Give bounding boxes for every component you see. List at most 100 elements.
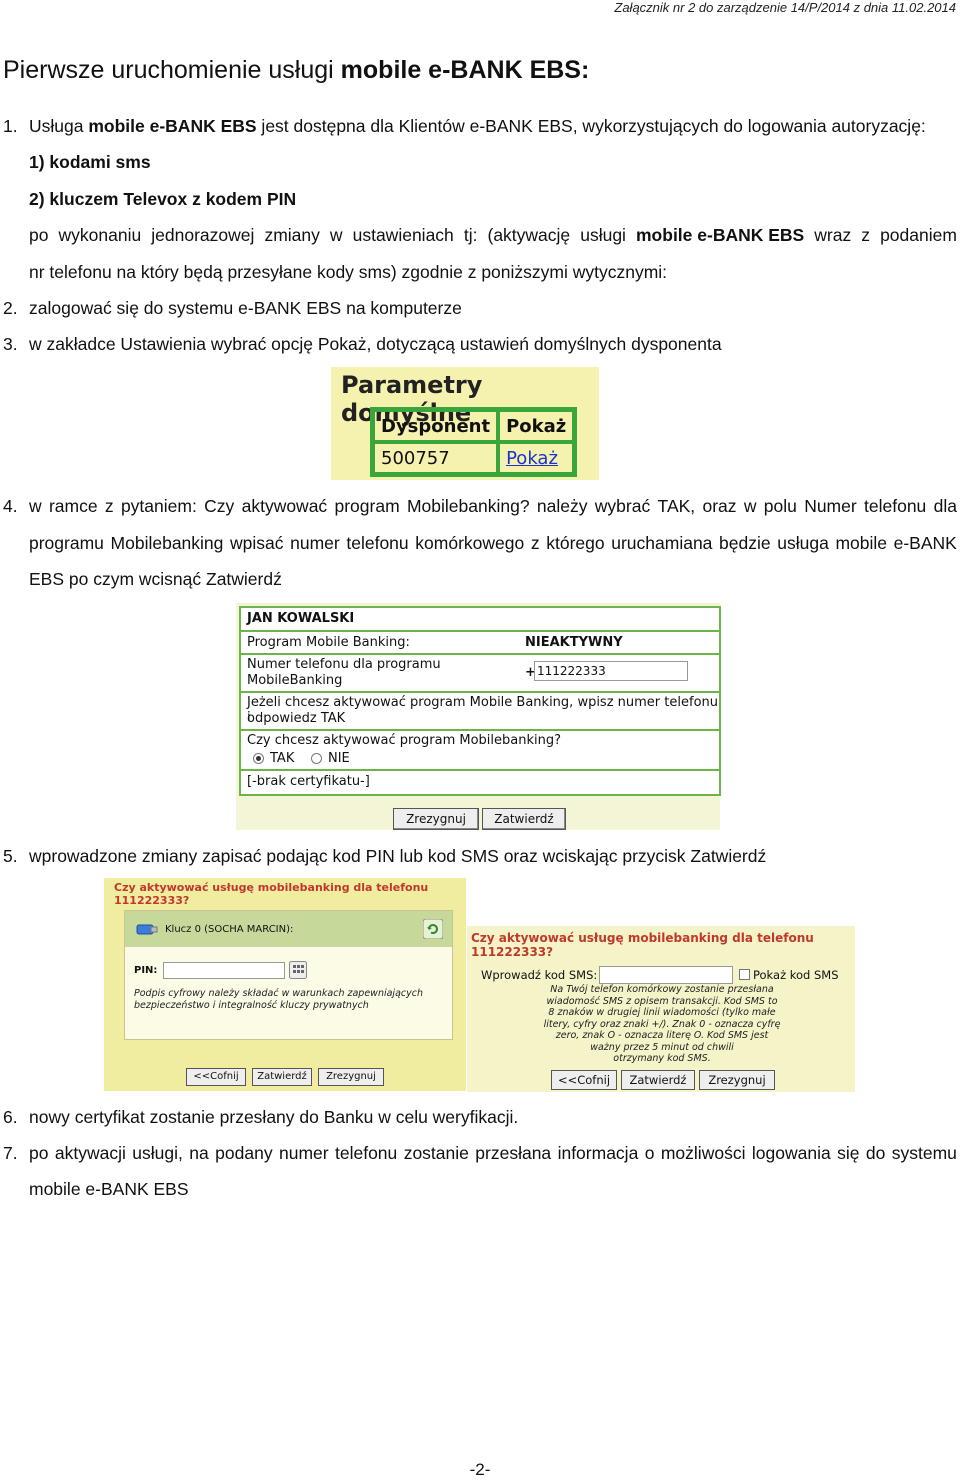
- word: programu: [29, 533, 104, 553]
- sms-confirm-button[interactable]: Zatwierdź: [621, 1070, 695, 1090]
- form-row-question: Czy chcesz aktywować program Mobilebanki…: [241, 731, 719, 771]
- word: usługa: [777, 533, 829, 553]
- word: pytaniem:: [120, 496, 197, 516]
- pin-input[interactable]: [163, 962, 285, 979]
- word: podaniem: [880, 225, 957, 245]
- radio-no-label: NIE: [328, 751, 350, 766]
- confirm-button[interactable]: Zatwierdź: [482, 808, 566, 830]
- word: Mobilebanking: [110, 533, 224, 553]
- form-row-cert: [-brak certyfikatu-]: [241, 771, 719, 792]
- word: z: [104, 496, 114, 516]
- word: (aktywację: [487, 225, 571, 245]
- step-5-text: wprowadzone zmiany zapisać podając kod P…: [29, 846, 767, 866]
- word: uruchamiana: [611, 533, 713, 553]
- page-number: -2-: [469, 1460, 491, 1479]
- word: którego: [546, 533, 605, 553]
- radio-no[interactable]: [311, 753, 322, 764]
- word: Numer: [804, 496, 857, 516]
- word: w: [29, 496, 42, 516]
- word: się: [837, 1143, 860, 1163]
- phone-number-input[interactable]: 111222333: [534, 661, 688, 681]
- back-button[interactable]: <<Cofnij: [186, 1068, 246, 1086]
- word: jednorazowej: [151, 225, 255, 245]
- form-row-info: Jeżeli chcesz aktywować program Mobile B…: [241, 693, 719, 731]
- word: wpisać: [230, 533, 284, 553]
- key-label: Klucz 0 (SOCHA MARCIN):: [165, 924, 294, 935]
- word: zmiany: [264, 225, 320, 245]
- word: możliwości: [660, 1143, 746, 1163]
- key-header: Klucz 0 (SOCHA MARCIN):: [125, 911, 452, 947]
- phone-label-line-2: MobileBanking: [247, 673, 343, 688]
- word: ustawieniach: [352, 225, 454, 245]
- pin-screenshot: Czy aktywować usługę mobilebanking dla t…: [104, 878, 466, 1091]
- word: Mobilebanking?: [406, 496, 530, 516]
- dysponent-value: 500757: [373, 442, 499, 474]
- word: telefonu: [346, 533, 409, 553]
- keyboard-icon[interactable]: [289, 961, 307, 979]
- word: logowania: [751, 1143, 831, 1163]
- word: po: [29, 1143, 49, 1163]
- pin-question: Czy aktywować usługę mobilebanking dla t…: [114, 881, 429, 907]
- word: wraz: [814, 225, 852, 245]
- pin-cancel-button[interactable]: Zrezygnuj: [318, 1068, 384, 1086]
- step-6-number: 6.: [3, 1107, 18, 1127]
- step-7-number: 7.: [3, 1143, 18, 1163]
- pin-note-line-2: bezpieczeństwo i integralność kluczy pry…: [134, 1000, 369, 1011]
- word: dla: [933, 496, 957, 516]
- form-row-phone: Numer telefonu dla programu MobileBankin…: [241, 655, 719, 693]
- word: e-BANK: [893, 533, 957, 553]
- mobile-banking-form-screenshot: JAN KOWALSKI Program Mobile Banking: NIE…: [236, 603, 721, 830]
- sms-note-line: wiadomość SMS z opisem transakcji. Kod S…: [546, 995, 778, 1007]
- option-sms: 1) kodami sms: [29, 152, 151, 172]
- word: TAK,: [657, 496, 696, 516]
- word: na: [189, 1143, 209, 1163]
- word: w: [743, 496, 757, 516]
- usb-key-icon: [136, 924, 158, 935]
- word: aktywacji: [54, 1143, 126, 1163]
- word: polu: [763, 496, 797, 516]
- refresh-icon[interactable]: [423, 919, 443, 939]
- word: w: [329, 225, 343, 245]
- info-line-1: Jeżeli chcesz aktywować program Mobile B…: [247, 695, 718, 725]
- sms-screenshot: Czy aktywować usługę mobilebanking dla t…: [467, 926, 855, 1092]
- step-2-text: zalogować się do systemu e-BANK EBS na k…: [29, 298, 462, 318]
- radio-no-group[interactable]: NIE: [311, 751, 350, 766]
- show-sms-label: Pokaż kod SMS: [753, 968, 839, 982]
- option-televox: 2) kluczem Televox z kodem PIN: [29, 189, 297, 209]
- word: z: [861, 225, 871, 245]
- radio-yes[interactable]: [253, 753, 264, 764]
- step-7-line-2: mobile e-BANK EBS: [29, 1179, 189, 1199]
- show-link[interactable]: Pokaż: [506, 447, 558, 469]
- step-3-text: w zakładce Ustawienia wybrać opcję Pokaż…: [29, 334, 722, 354]
- word: telefonu: [335, 1143, 398, 1163]
- word: program: [334, 496, 400, 516]
- sms-question: Czy aktywować usługę mobilebanking dla t…: [471, 931, 814, 959]
- sms-note: Na Twój telefon komórkowy zostanie przes…: [527, 984, 797, 1065]
- word: o: [644, 1143, 655, 1163]
- word: usługi,: [132, 1143, 183, 1163]
- word: aktywować: [241, 496, 328, 516]
- word: mobile e-BANK EBS: [636, 225, 805, 245]
- pin-confirm-button[interactable]: Zatwierdź: [252, 1068, 312, 1086]
- word: mobile: [835, 533, 887, 553]
- phone-label-line-1: Numer telefonu dla programu: [247, 657, 441, 672]
- sms-cancel-button[interactable]: Zrezygnuj: [699, 1070, 775, 1090]
- program-label: Program Mobile Banking:: [247, 635, 410, 650]
- cancel-button[interactable]: Zrezygnuj: [393, 808, 479, 830]
- radio-yes-group[interactable]: TAK: [253, 751, 294, 766]
- show-sms-checkbox[interactable]: [739, 969, 750, 980]
- step-5-number: 5.: [3, 846, 18, 866]
- sms-code-input[interactable]: [599, 966, 733, 984]
- step-6-text: nowy certyfikat zostanie przesłany do Ba…: [29, 1107, 519, 1127]
- word: systemu: [891, 1143, 957, 1163]
- activation-question: Czy chcesz aktywować program Mobilebanki…: [247, 733, 561, 748]
- page-title: Pierwsze uruchomienie usługi mobile e-BA…: [3, 56, 590, 84]
- sms-back-button[interactable]: <<Cofnij: [551, 1070, 617, 1090]
- sms-note-line: zero, znak O - oznacza literę O. Kod SMS…: [555, 1030, 769, 1041]
- sms-note-line: otrzymany kod SMS.: [613, 1053, 711, 1064]
- sms-code-label: Wprowadź kod SMS:: [481, 968, 598, 982]
- default-parameters-screenshot: Parametry domyślne Dysponent Pokaż 50075…: [331, 367, 599, 480]
